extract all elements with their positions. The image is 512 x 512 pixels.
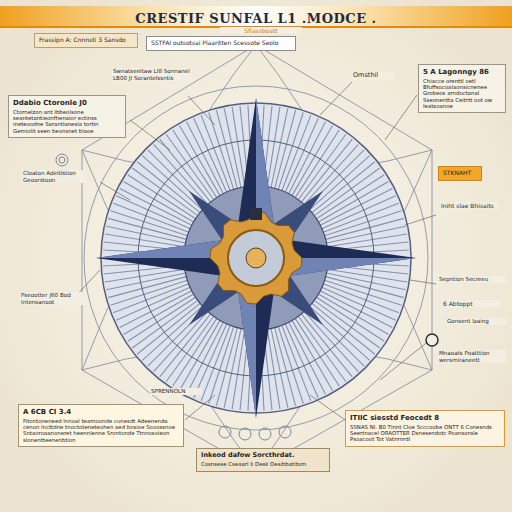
callout-label: Swnatseeltaw LI8 Sonnanel LB00 JI Sorant… [112, 68, 192, 81]
spoke [267, 329, 280, 409]
callout-label: 6 Abtoppt [442, 300, 500, 307]
callout-ring [426, 334, 438, 346]
box-body: SSNAS NI. B0 Tlnnt Cloe Scccoobe ONTT 6 … [350, 424, 500, 443]
spoke [180, 125, 221, 195]
callout-label: Cloaton Adeitlstion Geoorstoon [22, 170, 86, 183]
callout-label: Iniht slae Bhisaits [440, 202, 498, 209]
spoke [232, 107, 245, 187]
spoke [278, 326, 303, 403]
spoke [304, 144, 358, 204]
callout-label: SPRENNOLN [150, 388, 202, 395]
spoke [310, 306, 370, 360]
spoke [324, 211, 401, 236]
spoke [323, 203, 399, 232]
callout-label: Sepntion Secreeu [438, 276, 506, 283]
spoke [318, 182, 388, 223]
spoke [142, 156, 202, 210]
box-heading: Ddabio Ctoronle J0 [13, 99, 121, 107]
subtitle: Sflassboatt [220, 27, 302, 34]
spoke [137, 162, 200, 213]
spoke [132, 168, 198, 216]
spoke [289, 122, 326, 194]
box-body: Chiacce orenttl oetl Bfuffsocoalaonsicne… [423, 78, 501, 109]
base-coils [56, 154, 291, 440]
spoke [209, 326, 234, 403]
tag-box: STKNAHT [438, 166, 482, 181]
spoke [312, 303, 375, 354]
title-box: CRESTIF SUNFAL L1 .MODCE . [0, 8, 512, 27]
leader-lines [72, 82, 436, 420]
note-box: A 6CB CI 3.4Fitontoneneed lnnoal teamoon… [18, 404, 184, 447]
compass-star [96, 98, 416, 418]
spoke [201, 115, 230, 191]
note-box: ITIIC siesstd Feocedt 8 SSNAS NI. B0 Tlnn… [345, 410, 505, 447]
spoke [320, 291, 392, 328]
spoke [304, 312, 358, 372]
spoke [278, 112, 303, 189]
box-heading: 5 A Lagonngy 86 [423, 68, 501, 76]
spoke [123, 294, 193, 335]
title: CRESTIF SUNFAL L1 .MODCE . [135, 11, 376, 26]
gear [210, 212, 302, 304]
spoke [154, 312, 208, 372]
spoke [142, 306, 202, 360]
spoke [298, 134, 346, 200]
gear-core [246, 248, 266, 268]
box-heading: A 6CB CI 3.4 [23, 408, 179, 416]
wheel [96, 98, 416, 418]
box-body: Ctornelzon ant Ibbeolsone seantetantieon… [13, 109, 121, 134]
box-heading: ITIIC siesstd Feocedt 8 [350, 414, 500, 422]
spoke [154, 144, 208, 204]
spoke [113, 284, 189, 313]
spoke [324, 280, 401, 305]
spoke [301, 139, 352, 202]
note-box: Ddabio Ctoronle J0 Ctornelzon ant Ibbeols… [8, 95, 126, 138]
spoke [160, 314, 211, 377]
note-box: 5 A Lagonngy 86 Chiacce orenttl oetl Bfuf… [418, 64, 506, 113]
spoke [314, 300, 380, 348]
box-heading: Inkeod dafow Sorcthrdat. [201, 452, 325, 459]
spoke [282, 325, 311, 401]
box-heading: Frassipn A: Cnnnsti 3 Sansdo [39, 37, 133, 44]
gear-hub [228, 230, 284, 286]
callout-label: Omsthil [352, 72, 394, 80]
spoke [209, 112, 234, 189]
spoke [310, 156, 370, 210]
spoke [327, 234, 407, 247]
hub-block [250, 208, 262, 220]
box-heading: SSTFAI outsotsai Plaaritten Scessote Seo… [151, 40, 291, 47]
box-body: Fitontoneneed lnnoal teamoonde cunesdt A… [23, 418, 179, 443]
note-box: Inkeod dafow Sorcthrdat. Cosnsese Cseaarl… [196, 448, 330, 472]
box-body: Cosnsese Cseaarl Ii Desk Oesibbatitom [201, 461, 325, 467]
spoke [292, 320, 333, 390]
spoke [110, 211, 187, 236]
title-bar [0, 6, 512, 28]
note-box: SSTFAI outsotsai Plaaritten Scessote Seo… [146, 36, 296, 51]
spoke [187, 322, 224, 394]
spoke [166, 316, 214, 382]
spoke [120, 189, 192, 226]
spoke [110, 280, 187, 305]
callout-label: Pseootter J60 Bod Intensanoot [20, 292, 84, 305]
box-heading: STKNAHT [443, 170, 477, 177]
callout-label: Gonsent Izaing [446, 318, 506, 325]
callout-label: Mnaoats Poatttion wersmiraneett [438, 350, 506, 363]
spoke [105, 269, 185, 282]
note-box: Frassipn A: Cnnnsti 3 Sansdo [34, 33, 138, 48]
